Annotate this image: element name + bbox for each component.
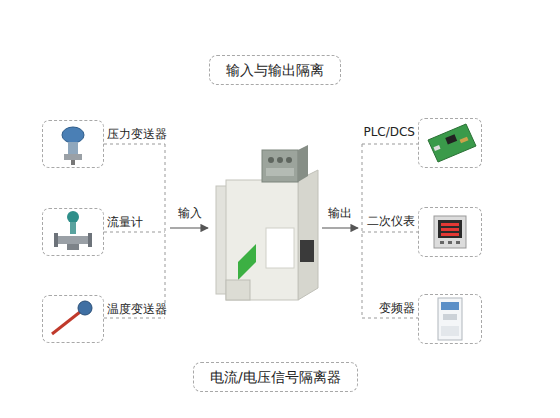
plc-board-icon (428, 124, 476, 162)
device-label-box: 温度变送器 (107, 302, 167, 316)
pressure-transmitter-icon (62, 127, 84, 165)
device-label-box: 流量计 (107, 215, 143, 229)
input-bracket (104, 144, 165, 318)
diagram-caption-frame: 电流/电压信号隔离器 (193, 362, 358, 392)
device-label: 二次仪表 (367, 214, 415, 228)
output-arrow (322, 227, 358, 228)
device-label: PLC/DCS (363, 125, 415, 139)
device-label-box: 二次仪表 (367, 214, 415, 228)
input-arrow (170, 227, 208, 228)
temperature-transmitter-icon (52, 301, 92, 334)
device-box: 变频器 (418, 294, 482, 344)
flow-label: 输入 (178, 206, 202, 220)
device-box: 压力变送器 (42, 120, 104, 168)
flow-label-box: 输入 (178, 206, 202, 220)
flow-meter-icon (54, 211, 92, 250)
flow-label-box: 输出 (328, 206, 352, 220)
diagram-caption: 电流/电压信号隔离器 (210, 369, 341, 385)
output-bracket (362, 144, 418, 318)
device-label: 变频器 (379, 301, 415, 315)
inverter-icon (438, 298, 462, 340)
panel-meter-icon (434, 216, 466, 248)
device-box: 流量计 (42, 208, 104, 256)
device-label: 压力变送器 (107, 127, 167, 141)
device-label: 温度变送器 (107, 302, 167, 316)
flow-label: 输出 (328, 206, 352, 220)
device-label-box: 变频器 (379, 301, 415, 315)
diagram-title: 输入与输出隔离 (226, 62, 324, 78)
device-box: PLC/DCS (418, 118, 482, 168)
device-label-box: 压力变送器 (107, 127, 167, 141)
device-box: 二次仪表 (418, 207, 482, 257)
device-label-box: PLC/DCS (363, 125, 415, 139)
diagram-title-frame: 输入与输出隔离 (209, 55, 341, 85)
device-label: 流量计 (107, 215, 143, 229)
isolator-device (216, 145, 318, 300)
device-box: 温度变送器 (42, 295, 104, 343)
